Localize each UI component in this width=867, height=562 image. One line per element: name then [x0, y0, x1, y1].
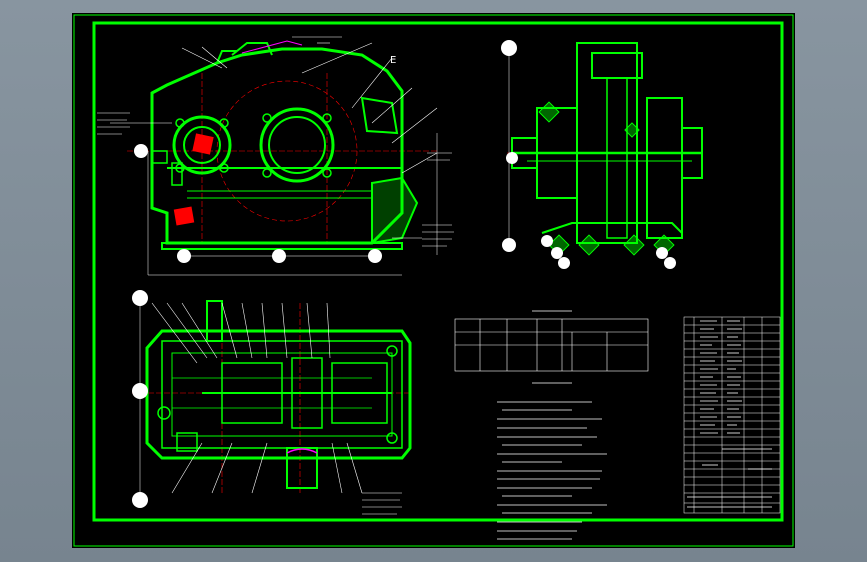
highlighted-part-1[interactable] [192, 133, 214, 155]
front-callouts[interactable] [134, 144, 382, 263]
top-leaders [151, 302, 363, 494]
front-view [127, 42, 438, 276]
label-e: E [390, 55, 396, 66]
side-view [507, 42, 703, 256]
title-block-entries [687, 320, 772, 508]
pink-leader [241, 40, 303, 54]
drawing-canvas: E [73, 14, 794, 547]
top-view [132, 298, 412, 498]
tech-notes [497, 310, 607, 540]
outer-border [73, 14, 794, 547]
tech-table [454, 318, 649, 372]
side-callouts[interactable] [501, 40, 676, 269]
top-callouts[interactable] [132, 290, 148, 508]
title-block [683, 316, 781, 514]
annotation-strokes [97, 36, 454, 515]
highlighted-part-2[interactable] [173, 206, 195, 226]
pink-arc [286, 448, 318, 454]
drawing-sheet[interactable]: E [72, 13, 795, 548]
drawing-frame [92, 21, 784, 522]
front-leaders [110, 42, 438, 239]
